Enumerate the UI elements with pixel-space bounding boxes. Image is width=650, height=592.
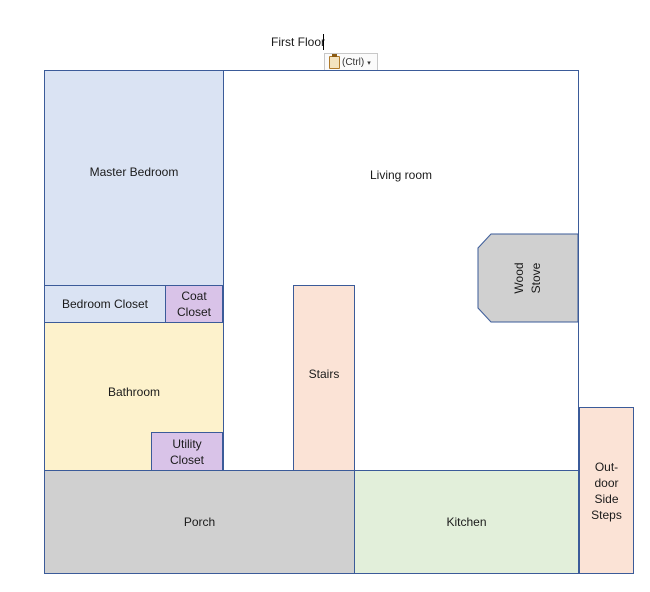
room-outdoor-side-steps[interactable]: Out- door Side Steps (579, 407, 634, 574)
side-steps-label-line2: door (594, 475, 619, 490)
wood-stove-label-line1: Wood (512, 262, 526, 293)
utility-closet-label-line1: Utility (172, 436, 202, 451)
side-steps-label-line3: Side (594, 491, 619, 506)
room-kitchen[interactable]: Kitchen (354, 470, 579, 574)
room-bedroom-closet[interactable]: Bedroom Closet (44, 285, 166, 323)
text-cursor (323, 34, 324, 50)
bedroom-closet-label: Bedroom Closet (61, 297, 149, 311)
paste-options-label: (Ctrl) (342, 57, 365, 68)
room-master-bedroom[interactable]: Master Bedroom (44, 70, 224, 286)
bathroom-label: Bathroom (107, 385, 161, 399)
wood-stove-shape[interactable]: Wood Stove (477, 233, 579, 323)
master-bedroom-label: Master Bedroom (89, 165, 179, 179)
kitchen-label: Kitchen (446, 515, 487, 529)
room-porch[interactable]: Porch (44, 470, 355, 574)
stairs-label: Stairs (308, 367, 340, 381)
wood-stove-label-line2: Stove (529, 262, 543, 293)
clipboard-icon (329, 54, 340, 69)
coat-closet-label-line2: Closet (176, 305, 211, 319)
utility-closet-label-line2: Closet (169, 452, 204, 467)
room-stairs[interactable]: Stairs (293, 285, 355, 471)
side-steps-label-line4: Steps (591, 507, 622, 522)
chevron-down-icon: ▾ (367, 59, 371, 67)
room-coat-closet[interactable]: Coat Closet (165, 285, 223, 323)
porch-label: Porch (183, 515, 216, 529)
coat-closet-label-line1: Coat (181, 289, 207, 303)
side-steps-label-line1: Out- (594, 459, 619, 474)
room-utility-closet[interactable]: Utility Closet (151, 432, 223, 471)
diagram-title[interactable]: First Floor (271, 35, 325, 49)
living-room-label: Living room (369, 168, 433, 182)
